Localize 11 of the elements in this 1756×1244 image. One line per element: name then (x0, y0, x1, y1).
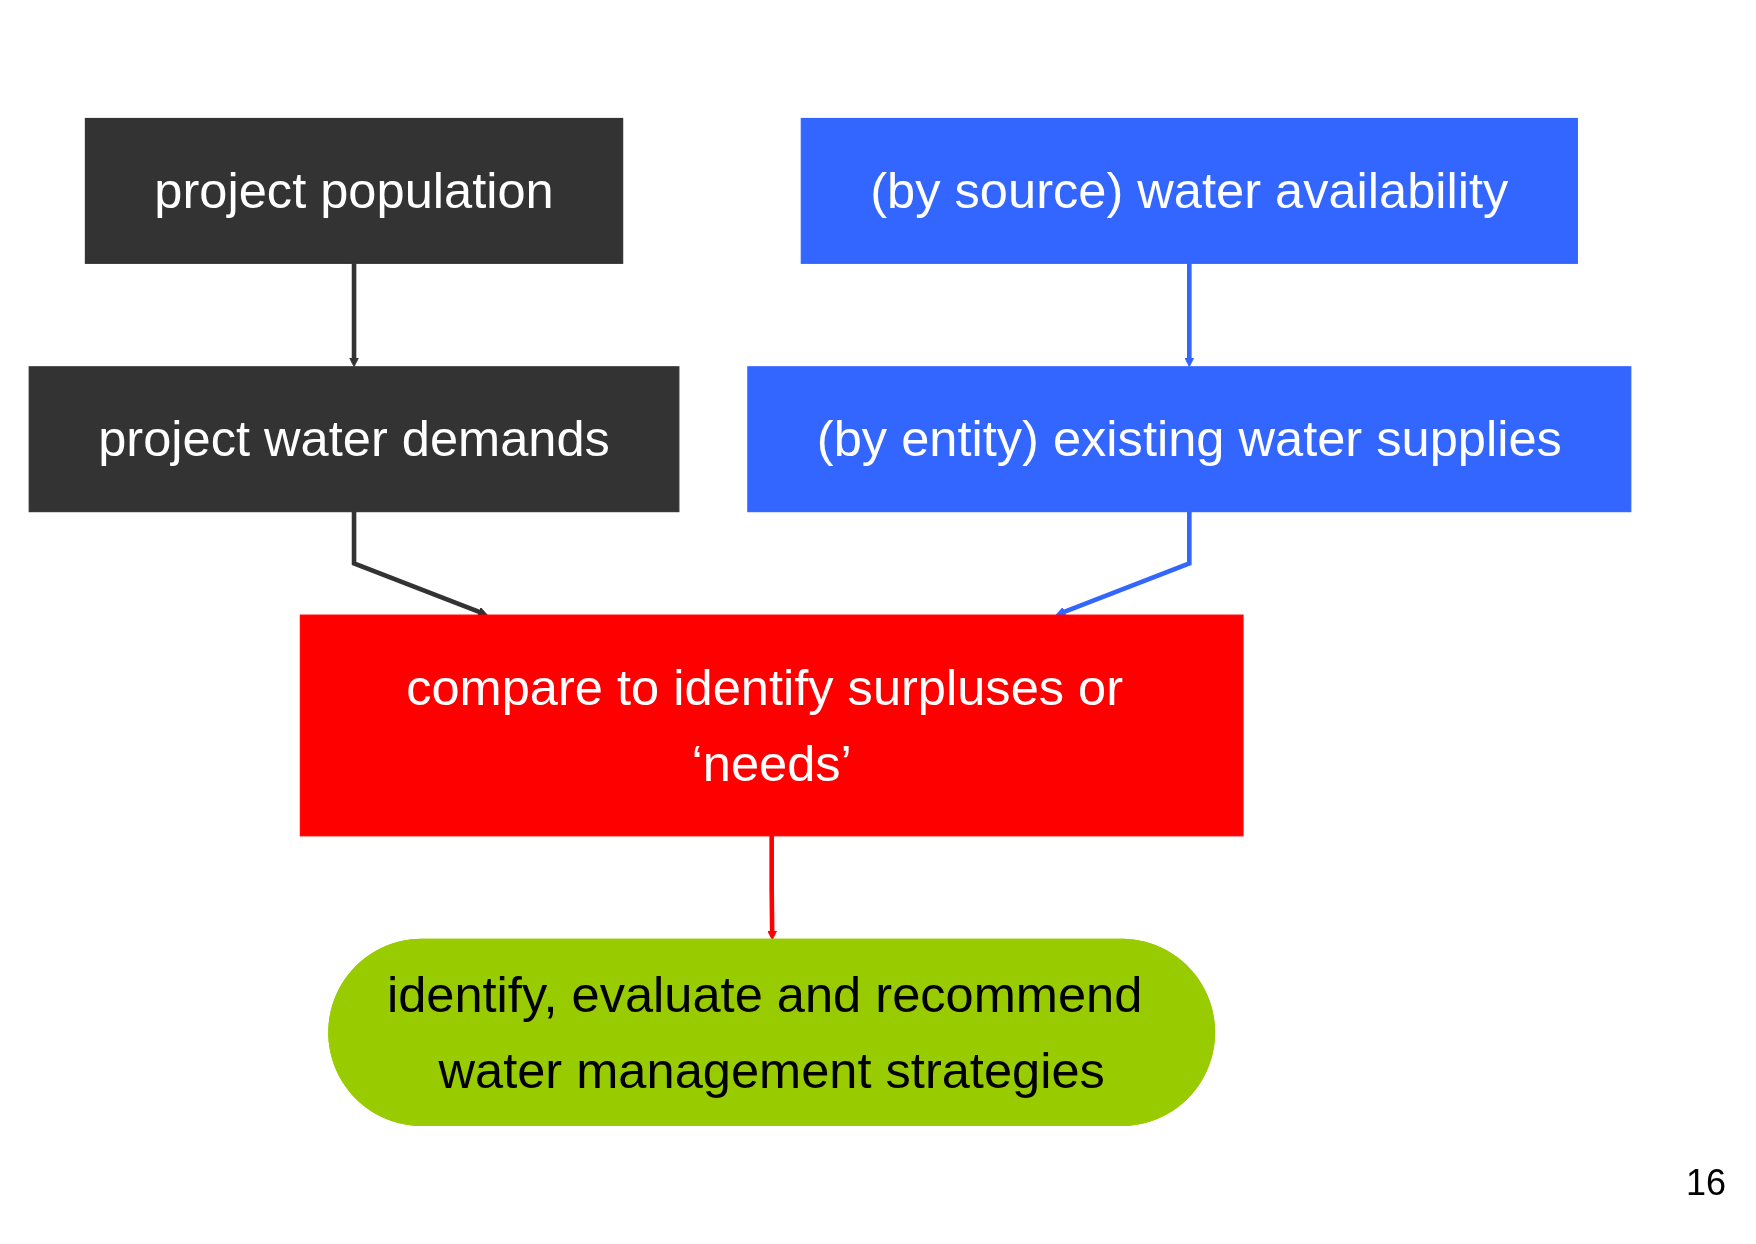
node-box: (by source) water availability (800, 117, 1578, 264)
arrow (767, 835, 778, 941)
arrow (1184, 263, 1195, 368)
node-box: project water demands (28, 366, 680, 513)
arrow (1055, 511, 1192, 617)
page-number: 16 (1685, 1162, 1726, 1204)
node-box: project population (84, 117, 624, 264)
arrow (348, 263, 360, 368)
arrow (351, 511, 488, 617)
node-box: compare to identify surpluses or ‘needs’ (299, 614, 1244, 837)
node-box: (by entity) existing water supplies (747, 366, 1632, 513)
